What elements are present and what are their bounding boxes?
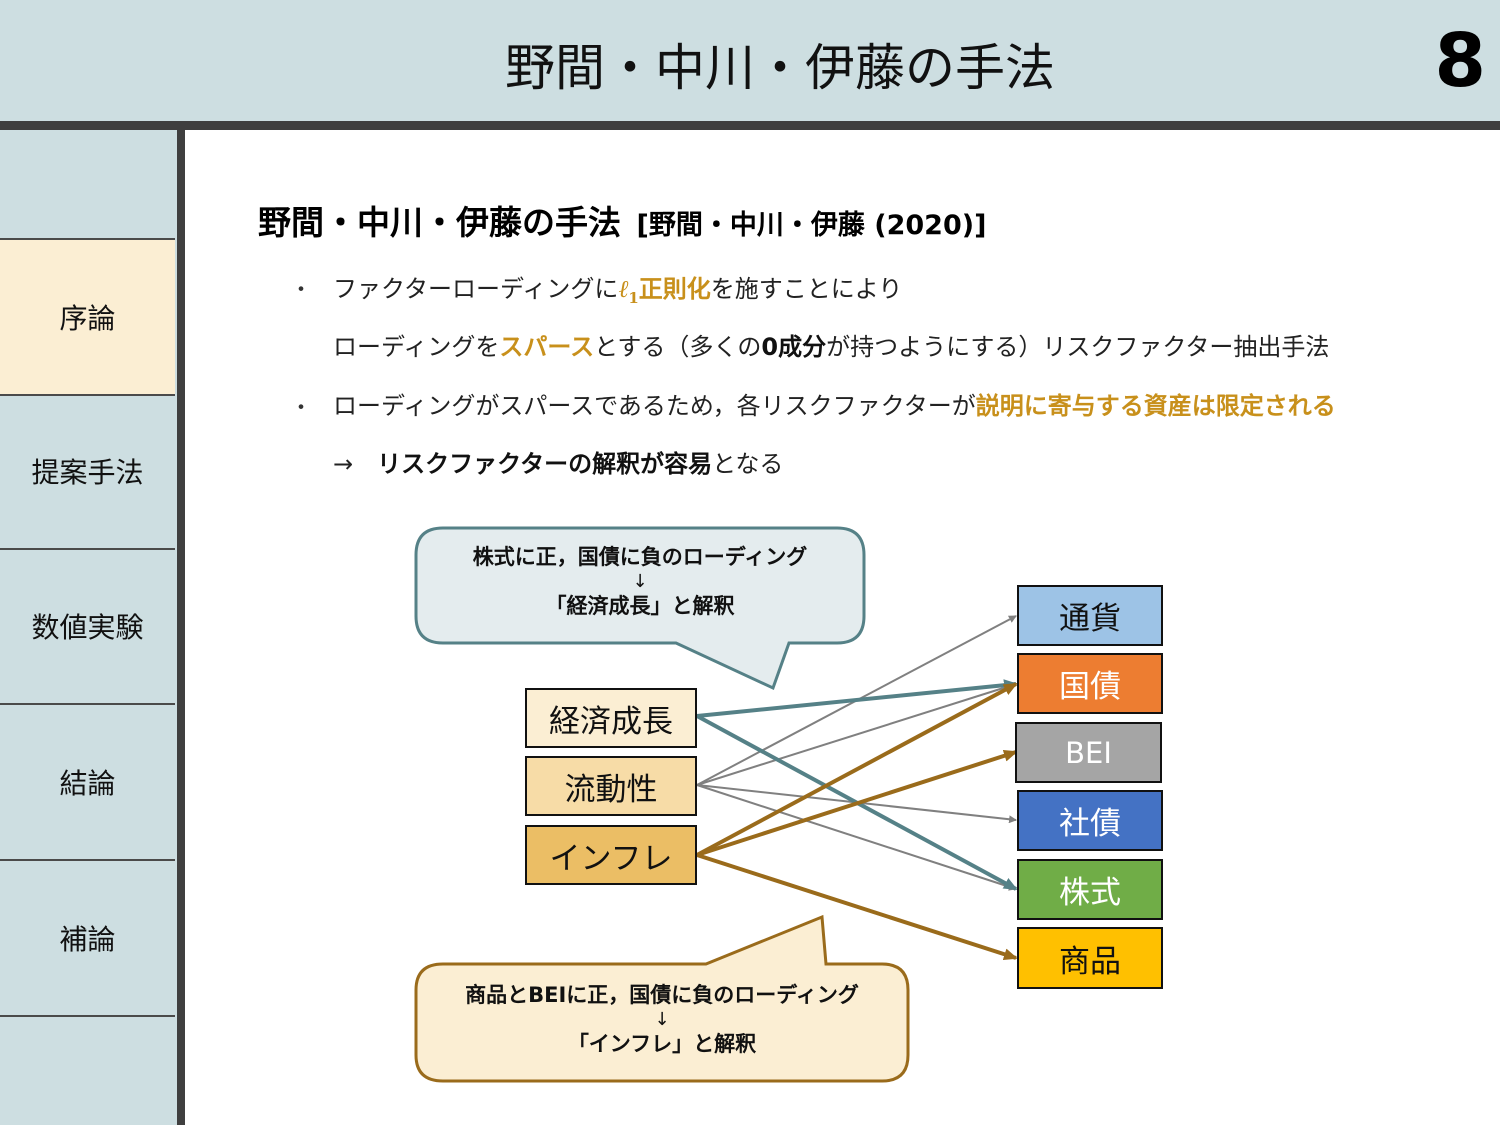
callout-bottom-line2: 「インフレ」と解釈	[567, 1032, 757, 1056]
arrow-liquidity-equity	[696, 784, 1017, 891]
sidebar: 序論 提案手法 数値実験 結論 補論	[0, 130, 177, 1125]
text-span: ローディングがスパースであるため，各リスクファクターが	[333, 392, 976, 420]
factor-box-growth: 経済成長	[525, 688, 697, 748]
bold-text: 0成分	[761, 333, 827, 361]
bullet1-line1: ファクターローディングにℓ1正則化を施すことにより	[333, 269, 902, 307]
bold-text: リスクファクターの解釈が容易	[377, 450, 713, 478]
text-span: が持つようにする）リスクファクター抽出手法	[826, 333, 1330, 361]
bullet2-line2: → リスクファクターの解釈が容易となる	[333, 444, 783, 479]
asset-box-corporate-bond: 社債	[1017, 790, 1163, 851]
highlight-text: スパース	[499, 333, 595, 361]
sidebar-divider	[177, 130, 185, 1125]
sidebar-item-conclusion[interactable]: 結論	[0, 705, 175, 861]
callout-bottom-text: 商品とBEIに正，国債に負のローディング ↓ 「インフレ」と解釈	[416, 982, 908, 1058]
asset-box-bei: BEI	[1015, 722, 1162, 783]
sidebar-item-experiments[interactable]: 数値実験	[0, 549, 175, 705]
bullet1-line2: ローディングをスパースとする（多くの0成分が持つようにする）リスクファクター抽出…	[333, 327, 1329, 362]
bullet2-line1: ローディングがスパースであるため，各リスクファクターが説明に寄与する資産は限定さ…	[333, 386, 1336, 421]
ell-subscript: 1	[628, 288, 639, 307]
header-divider	[0, 121, 1500, 130]
text-span: を施すことにより	[710, 275, 903, 303]
sidebar-item-proposed-method[interactable]: 提案手法	[0, 394, 175, 550]
slide-title: 野間・中川・伊藤の手法	[505, 39, 1055, 97]
bullet-marker: ・	[290, 278, 313, 303]
factor-box-inflation: インフレ	[525, 825, 697, 885]
callout-bottom-line1: 商品とBEIに正，国債に負のローディング	[465, 983, 859, 1007]
arrow-inflation-bei	[696, 749, 1018, 857]
callout-top-line1: 株式に正，国債に負のローディング	[472, 545, 808, 569]
ell-glyph: ℓ	[618, 275, 629, 303]
down-arrow-icon: ↓	[632, 571, 648, 592]
slide-number: 8	[1434, 18, 1487, 104]
factor-box-liquidity: 流動性	[525, 756, 697, 816]
slide-header: 野間・中川・伊藤の手法 8	[0, 0, 1500, 121]
callout-bottom-bubble	[414, 914, 910, 1083]
callout-top-line2: 「経済成長」と解釈	[545, 594, 735, 618]
content-title: 野間・中川・伊藤の手法	[258, 203, 621, 242]
text-span: ローディングを	[333, 333, 500, 361]
asset-box-equity: 株式	[1017, 859, 1163, 920]
l1-norm-symbol: ℓ1	[618, 275, 638, 307]
arrow-inflation-commodity	[696, 853, 1018, 961]
bullet-marker: ・	[290, 396, 313, 421]
down-arrow-icon: ↓	[654, 1009, 670, 1030]
right-arrow-icon: →	[333, 450, 354, 478]
arrow-inflation-jgb	[696, 682, 1018, 857]
asset-box-jgb: 国債	[1017, 653, 1163, 714]
asset-box-currency: 通貨	[1017, 585, 1163, 646]
sidebar-item-introduction[interactable]: 序論	[0, 238, 175, 396]
arrow-liquidity-jgb	[696, 682, 1017, 786]
text-span: となる	[712, 450, 784, 478]
text-span: ファクターローディングに	[333, 275, 619, 303]
arrow-growth-jgb	[696, 679, 1018, 718]
highlight-text: 正則化	[638, 275, 711, 303]
callout-top-text: 株式に正，国債に負のローディング ↓ 「経済成長」と解釈	[416, 544, 864, 620]
citation: [野間・中川・伊藤 (2020)]	[636, 210, 987, 241]
sidebar-item-appendix[interactable]: 補論	[0, 861, 175, 1017]
text-span: とする（多くの	[594, 333, 762, 361]
asset-box-commodity: 商品	[1017, 927, 1163, 989]
content-heading: 野間・中川・伊藤の手法 [野間・中川・伊藤 (2020)]	[258, 196, 986, 244]
callout-top-bubble	[414, 526, 866, 691]
highlight-text: 説明に寄与する資産は限定される	[975, 392, 1336, 420]
